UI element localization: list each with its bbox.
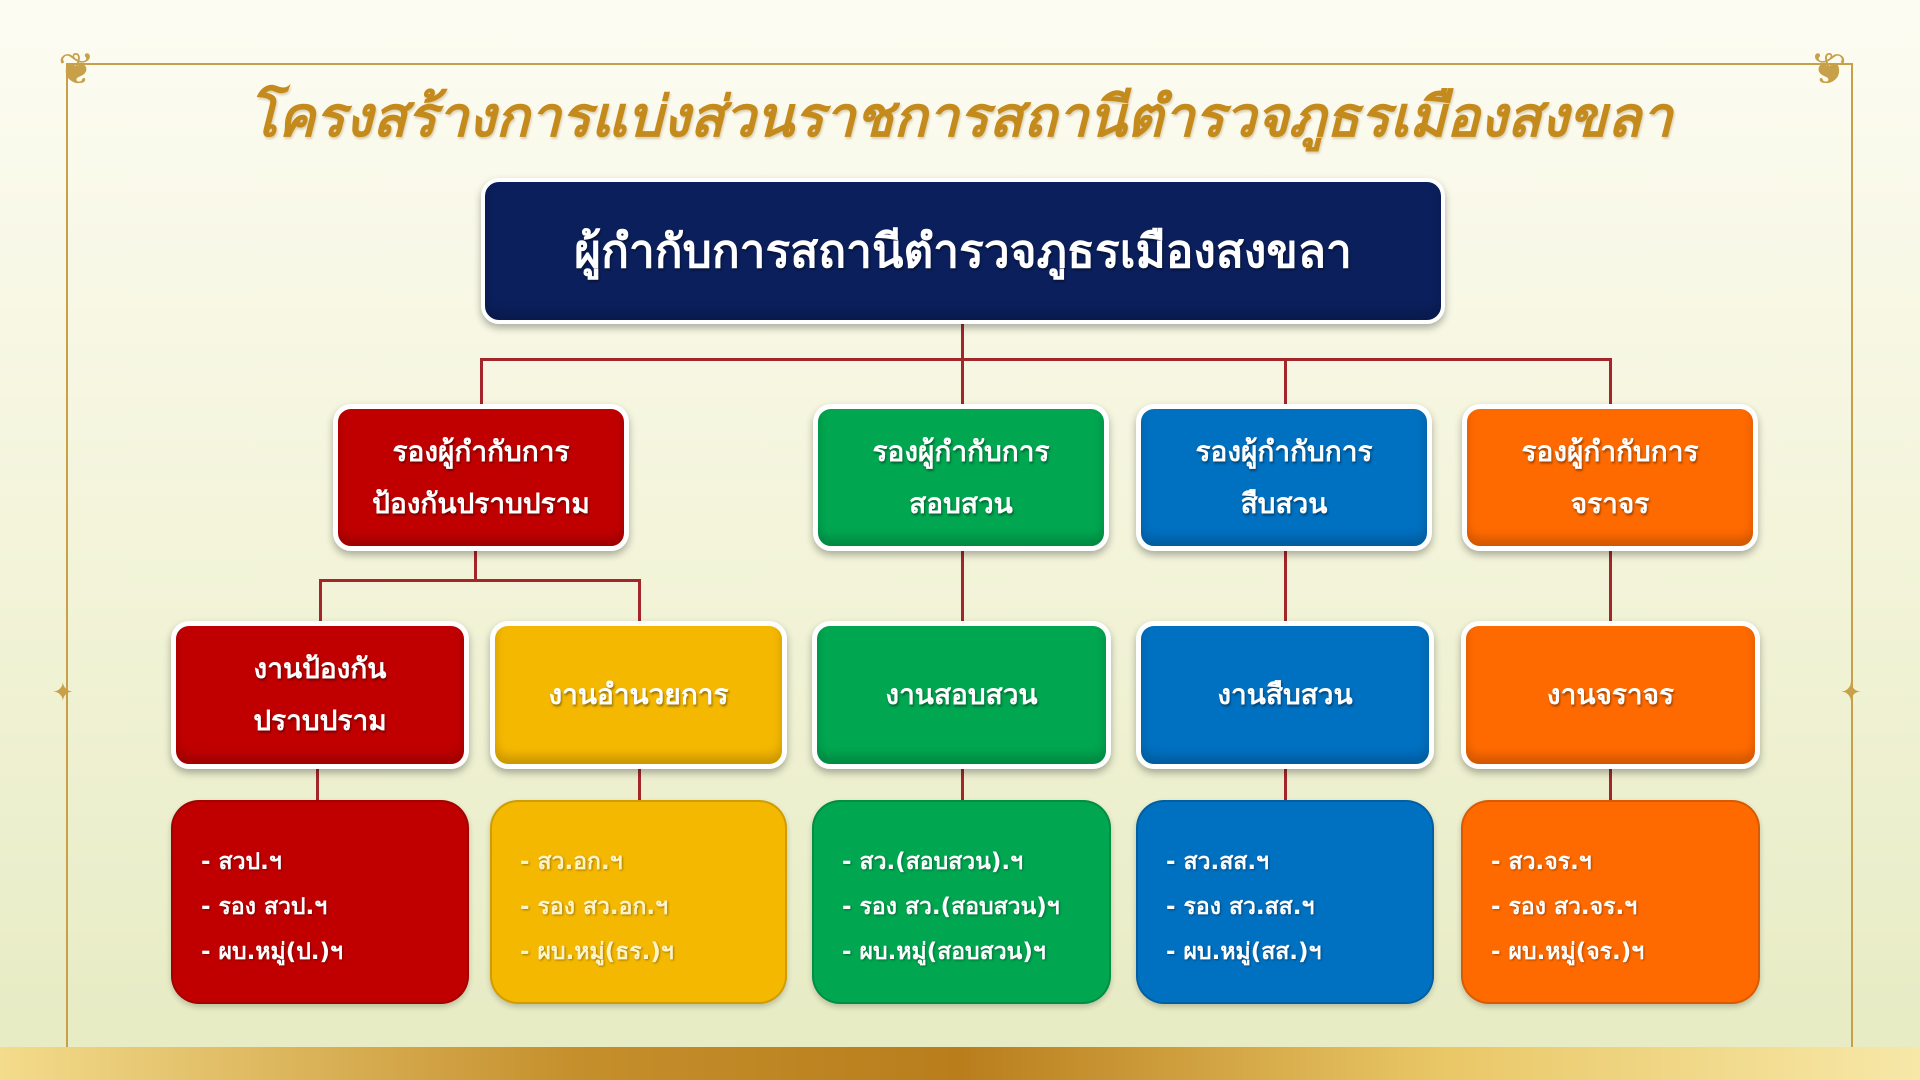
flourish-ornament-icon: ❦ — [58, 44, 95, 95]
position-list-inquiry: - สว.(สอบสวน).ฯ - รอง สว.(สอบสวน)ฯ - ผบ.หม… — [812, 800, 1111, 1004]
unit-box-traffic: งานจราจร — [1461, 621, 1760, 769]
connector-line — [316, 769, 319, 800]
list-item: - ผบ.หมู่(ธร.)ฯ — [520, 939, 674, 965]
connector-line — [319, 579, 322, 621]
list-item: - ผบ.หมู่(ป.)ฯ — [201, 939, 343, 965]
unit-box-administration: งานอำนวยการ — [490, 621, 787, 769]
connector-line — [1284, 358, 1287, 404]
diamond-ornament-icon: ✦ — [1840, 678, 1862, 708]
list-item: - รอง สว.(สอบสวน)ฯ — [842, 894, 1060, 920]
deputy-box-investigation: รองผู้กำกับการสืบสวน — [1136, 404, 1432, 551]
frame-border-top — [67, 63, 1852, 65]
list-item: - ผบ.หมู่(สส.)ฯ — [1166, 939, 1322, 965]
deputy-label: สืบสวน — [1240, 486, 1328, 520]
list-item: - สว.(สอบสวน).ฯ — [842, 849, 1024, 875]
list-item: - สว.อก.ฯ — [520, 849, 623, 875]
unit-box-investigation: งานสืบสวน — [1136, 621, 1434, 769]
frame-border-right — [1851, 63, 1853, 1047]
deputy-box-traffic: รองผู้กำกับการจราจร — [1462, 404, 1758, 551]
position-list-investigation: - สว.สส.ฯ - รอง สว.สส.ฯ - ผบ.หมู่(สส.)ฯ — [1136, 800, 1434, 1004]
connector-line — [1609, 551, 1612, 621]
connector-line — [480, 358, 483, 404]
deputy-label: รองผู้กำกับการ — [1195, 434, 1373, 468]
connector-line — [1284, 551, 1287, 621]
unit-box-suppression: งานป้องกันปราบปราม — [171, 621, 469, 769]
gold-bottom-band — [0, 1047, 1920, 1080]
connector-line — [1284, 769, 1287, 800]
deputy-label: จราจร — [1570, 486, 1650, 520]
deputy-label: สอบสวน — [909, 486, 1013, 520]
page-title: โครงสร้างการแบ่งส่วนราชการสถานีตำรวจภูธร… — [247, 84, 1673, 150]
connector-line — [638, 579, 641, 621]
list-item: - สวป.ฯ — [201, 849, 282, 875]
list-item: - รอง สว.จร.ฯ — [1491, 894, 1638, 920]
unit-label: งานจราจร — [1546, 678, 1675, 711]
unit-label: งานสอบสวน — [885, 678, 1038, 711]
frame-border-left — [66, 63, 68, 1047]
position-list-administration: - สว.อก.ฯ - รอง สว.อก.ฯ - ผบ.หมู่(ธร.)ฯ — [490, 800, 787, 1004]
connector-line — [480, 358, 1612, 361]
deputy-label: รองผู้กำกับการ — [872, 434, 1050, 468]
deputy-box-suppression: รองผู้กำกับการป้องกันปราบปราม — [333, 404, 629, 551]
diamond-ornament-icon: ✦ — [52, 678, 74, 708]
unit-label: ปราบปราม — [253, 704, 387, 737]
chief-label: ผู้กำกับการสถานีตำรวจภูธรเมืองสงขลา — [574, 223, 1352, 278]
connector-line — [1609, 358, 1612, 404]
connector-line — [961, 551, 964, 621]
deputy-label: ป้องกันปราบปราม — [372, 486, 590, 520]
unit-label: งานอำนวยการ — [548, 678, 729, 711]
title-container: โครงสร้างการแบ่งส่วนราชการสถานีตำรวจภูธร… — [130, 72, 1790, 162]
unit-label: งานป้องกัน — [253, 652, 387, 685]
position-list-traffic: - สว.จร.ฯ - รอง สว.จร.ฯ - ผบ.หมู่(จร.)ฯ — [1461, 800, 1760, 1004]
list-item: - รอง สว.สส.ฯ — [1166, 894, 1315, 920]
deputy-label: รองผู้กำกับการ — [392, 434, 570, 468]
list-item: - ผบ.หมู่(สอบสวน)ฯ — [842, 939, 1046, 965]
list-item: - สว.จร.ฯ — [1491, 849, 1592, 875]
chief-box: ผู้กำกับการสถานีตำรวจภูธรเมืองสงขลา — [481, 178, 1445, 324]
unit-label: งานสืบสวน — [1217, 678, 1353, 711]
list-item: - รอง สวป.ฯ — [201, 894, 328, 920]
connector-line — [961, 769, 964, 800]
connector-line — [638, 769, 641, 800]
position-list-suppression: - สวป.ฯ - รอง สวป.ฯ - ผบ.หมู่(ป.)ฯ — [171, 800, 469, 1004]
connector-line — [961, 324, 964, 404]
connector-line — [1609, 769, 1612, 800]
deputy-label: รองผู้กำกับการ — [1521, 434, 1699, 468]
list-item: - สว.สส.ฯ — [1166, 849, 1269, 875]
list-item: - รอง สว.อก.ฯ — [520, 894, 669, 920]
flourish-ornament-icon: ❦ — [1810, 44, 1847, 95]
unit-box-inquiry: งานสอบสวน — [812, 621, 1111, 769]
deputy-box-inquiry: รองผู้กำกับการสอบสวน — [813, 404, 1109, 551]
connector-line — [319, 579, 641, 582]
connector-line — [474, 551, 477, 581]
list-item: - ผบ.หมู่(จร.)ฯ — [1491, 939, 1645, 965]
